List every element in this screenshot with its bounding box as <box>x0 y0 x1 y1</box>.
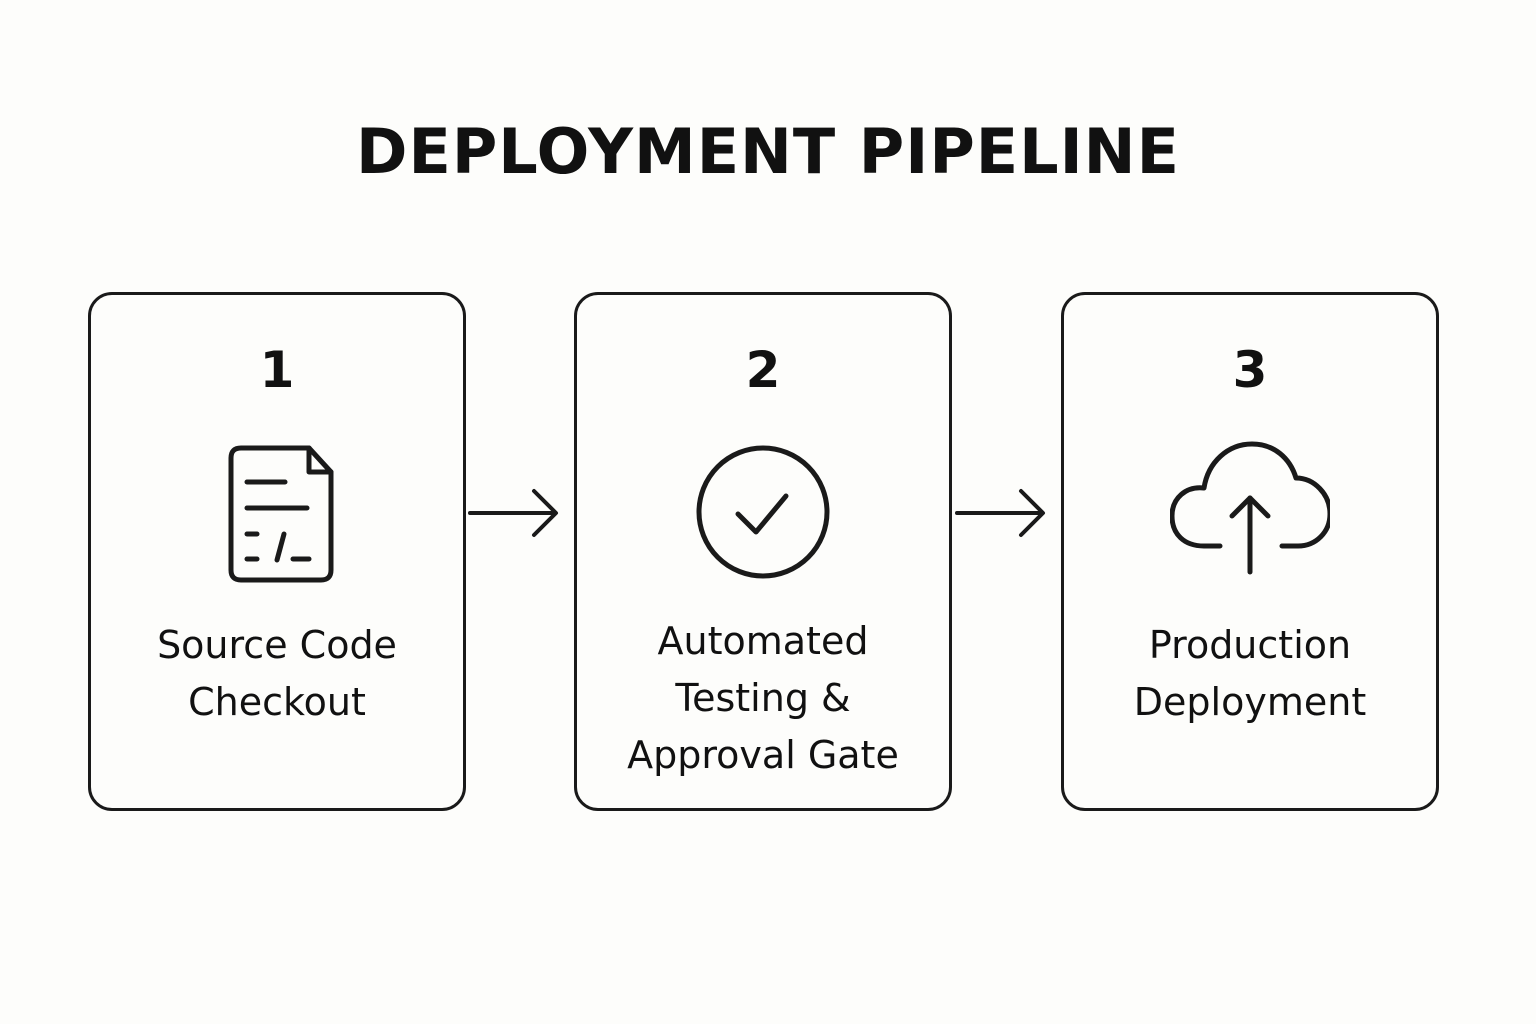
code-file-icon <box>197 438 357 588</box>
step-number: 1 <box>259 341 295 399</box>
step-label-line: Checkout <box>188 680 366 724</box>
check-circle-icon <box>683 438 843 588</box>
step-label-line: Deployment <box>1133 680 1367 724</box>
diagram-title: DEPLOYMENT PIPELINE <box>356 115 1180 188</box>
step-label-line: Approval Gate <box>627 733 899 777</box>
step-label-line: Automated <box>657 619 869 663</box>
cloud-upload-icon <box>1170 438 1330 588</box>
arrow-right-icon <box>955 486 1047 540</box>
step-number: 2 <box>745 341 781 399</box>
arrow-right-icon <box>468 486 560 540</box>
step-label: Source Code Checkout <box>101 617 453 731</box>
step-label-line: Source Code <box>157 623 397 667</box>
step-box-automated-testing: 2 Automated Testing & Approval Gate <box>574 292 952 811</box>
step-label: Automated Testing & Approval Gate <box>587 613 939 784</box>
step-label-line: Testing & <box>675 676 851 720</box>
step-label-line: Production <box>1148 623 1352 667</box>
step-label: Production Deployment <box>1074 617 1426 731</box>
step-box-production-deployment: 3 Production Deployment <box>1061 292 1439 811</box>
step-number: 3 <box>1232 341 1268 399</box>
step-box-source-code-checkout: 1 Source Code Checkout <box>88 292 466 811</box>
